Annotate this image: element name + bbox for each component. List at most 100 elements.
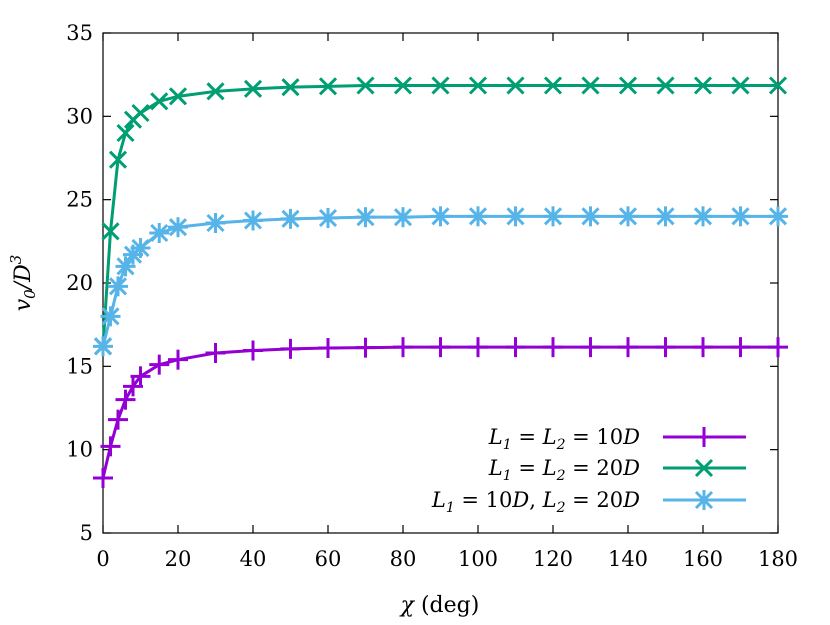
data-point-1-13 (393, 337, 413, 358)
x-tick-label-4: 80 (390, 547, 417, 571)
series-2 (93, 76, 788, 356)
y-tick-label-5: 30 (66, 104, 93, 128)
data-point-3-7 (168, 217, 188, 238)
data-point-2-2 (108, 150, 128, 169)
data-point-1-19 (618, 337, 638, 358)
x-tick-label-3: 60 (315, 547, 342, 571)
data-point-3-6 (149, 223, 170, 243)
legend-entry-3: L1 = 10D, L2 = 20D (431, 488, 746, 516)
y-tick-label-1: 10 (66, 438, 93, 462)
svg-text:v0/D3: v0/D3 (7, 255, 39, 312)
data-point-2-10 (281, 78, 300, 97)
data-point-2-18 (581, 76, 600, 95)
series-1 (93, 337, 788, 488)
data-point-2-17 (543, 76, 563, 95)
series-line-1 (101, 345, 778, 479)
series-layer (93, 76, 788, 488)
data-point-3-19 (618, 206, 638, 227)
data-point-3-2 (108, 276, 128, 297)
data-point-3-10 (280, 208, 301, 229)
data-point-3-20 (655, 206, 676, 227)
data-point-3-11 (318, 208, 338, 228)
legend-entry-1: L1 = L2 = 10D (488, 425, 746, 453)
data-point-3-1 (100, 306, 121, 327)
data-point-3-9 (243, 210, 263, 231)
x-tick-label-5: 100 (458, 547, 498, 571)
data-point-1-1 (100, 436, 121, 457)
data-point-3-16 (505, 206, 526, 227)
data-point-3-15 (468, 206, 488, 227)
data-point-2-15 (468, 76, 488, 95)
y-tick-label-0: 5 (80, 521, 93, 545)
series-3 (93, 206, 788, 357)
y-axis-label: v0/D3 (7, 255, 39, 312)
data-point-3-0 (93, 336, 113, 357)
legend-sample-2 (663, 458, 746, 478)
data-point-2-23 (768, 76, 788, 95)
data-point-3-5 (130, 238, 151, 258)
y-tick-label-3: 20 (66, 271, 93, 295)
data-point-3-23 (768, 206, 788, 227)
data-point-2-16 (506, 76, 525, 95)
data-point-1-6 (149, 354, 170, 375)
data-point-1-12 (355, 337, 376, 358)
data-point-1-11 (318, 338, 338, 358)
x-tick-label-8: 160 (683, 547, 723, 571)
data-point-2-19 (618, 76, 638, 95)
data-point-2-6 (150, 92, 169, 111)
x-tick-label-6: 120 (533, 547, 573, 571)
data-point-1-7 (168, 349, 188, 370)
legend-marker-1 (694, 427, 714, 447)
data-point-3-13 (393, 207, 413, 228)
legend-entry-2: L1 = L2 = 20D (488, 456, 746, 484)
data-point-2-3 (116, 123, 135, 143)
data-point-2-20 (656, 76, 675, 95)
data-point-1-10 (280, 338, 301, 359)
data-point-1-5 (130, 366, 151, 387)
legend-sample-3 (663, 490, 746, 510)
data-point-3-12 (355, 207, 376, 228)
data-point-1-3 (115, 389, 136, 410)
data-point-2-5 (131, 103, 150, 123)
data-point-1-22 (730, 337, 751, 358)
data-point-1-20 (655, 337, 676, 358)
plot-frame (102, 32, 779, 534)
data-point-1-0 (93, 468, 113, 488)
data-point-3-17 (543, 206, 563, 227)
data-point-2-1 (101, 222, 120, 241)
data-point-3-3 (115, 256, 136, 277)
legend-label-3: L1 = 10D, L2 = 20D (431, 488, 640, 516)
y-tick-label-6: 35 (66, 21, 93, 45)
data-point-3-22 (730, 206, 751, 227)
data-point-1-18 (580, 337, 601, 358)
legend-marker-3 (694, 490, 714, 510)
data-point-1-21 (693, 337, 713, 358)
legend-marker-2 (694, 458, 714, 478)
legend-label-2: L1 = L2 = 20D (488, 456, 640, 484)
series-line-3 (101, 214, 778, 347)
data-point-1-14 (430, 337, 451, 358)
y-tick-label-4: 25 (66, 188, 93, 212)
data-point-1-17 (543, 337, 563, 358)
data-point-2-12 (356, 76, 375, 95)
data-point-1-15 (468, 337, 488, 358)
data-point-3-18 (580, 206, 601, 227)
data-point-2-8 (206, 82, 225, 101)
legend-label-1: L1 = L2 = 10D (488, 425, 640, 453)
data-point-2-9 (243, 79, 263, 98)
data-point-2-22 (731, 76, 750, 95)
x-tick-label-1: 20 (165, 547, 192, 571)
data-point-2-11 (318, 77, 338, 96)
x-tick-label-7: 140 (608, 547, 648, 571)
data-point-1-8 (205, 343, 226, 363)
data-point-3-8 (205, 213, 226, 233)
data-point-2-21 (693, 76, 713, 95)
data-point-1-16 (505, 337, 526, 358)
data-point-2-14 (431, 76, 450, 95)
legend: L1 = L2 = 10D L1 = L2 = 20D L1 = 10D, L2… (431, 425, 746, 516)
y-tick-label-2: 15 (66, 354, 93, 378)
data-point-1-9 (243, 340, 263, 361)
x-tick-label-2: 40 (240, 547, 267, 571)
